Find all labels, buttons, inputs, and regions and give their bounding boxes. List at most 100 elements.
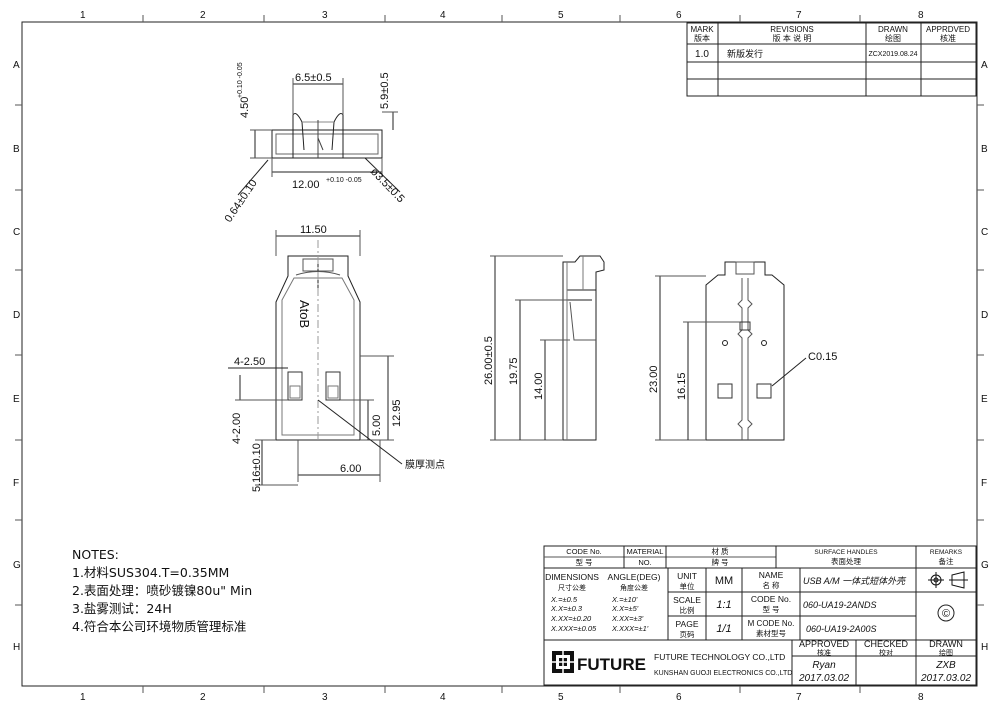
dim-top-4-50-tol: +0.10 -0.05: [237, 62, 244, 98]
rev-header-mark-cn: 版本: [694, 33, 710, 43]
tb-name-cn: 名 称: [762, 580, 780, 590]
row-label-e-right: E: [981, 394, 988, 405]
revisions-table: [686, 22, 977, 97]
tb-scale-cn: 比例: [680, 605, 695, 615]
tb-material-cn2: 牌 号: [711, 557, 728, 567]
dim-front-4-2-00: 4-2.00: [231, 413, 243, 444]
row-label-e: E: [13, 394, 20, 405]
notes-block: NOTES: 1.材料SUS304.T=0.35MM 2.表面处理：喷砂镀镍80…: [72, 546, 252, 636]
tb-drawn-name: ZXB: [935, 660, 956, 671]
row-label-d: D: [13, 310, 20, 321]
col-label-8: 8: [918, 10, 924, 21]
tb-ang-2: X.X=±5': [611, 604, 639, 613]
rev-header-revisions: REVISIONS: [770, 25, 814, 34]
rev-header-approved: APPRDVED: [926, 25, 970, 34]
title-block: [543, 545, 977, 686]
col-label-6: 6: [676, 10, 682, 21]
tb-surface: SURFACE HANDLES: [814, 549, 878, 556]
tb-mcode-cn: 素材型号: [756, 628, 786, 638]
tb-surface-cn: 表面处理: [831, 556, 861, 566]
tb-dimensions: DIMENSIONS: [545, 572, 599, 582]
row-label-f-right: F: [981, 478, 987, 489]
rev-header-mark: MARK: [690, 25, 714, 34]
tb-page-cn: 页码: [680, 630, 695, 639]
row-label-d-right: D: [981, 310, 988, 321]
row-label-c: C: [13, 227, 20, 238]
back-view-drawing: [655, 261, 807, 441]
tb-remarks-cn: 备注: [939, 556, 954, 566]
tb-material: MATERIAL: [627, 547, 664, 556]
dim-front-12-95: 12.95: [391, 399, 403, 427]
tb-approved-date: 2017.03.02: [798, 673, 849, 684]
rev-header-drawn-cn: 绘图: [885, 33, 901, 43]
row-label-a-right: A: [981, 60, 988, 71]
dim-top-5-9: 5.9±0.5: [379, 72, 391, 109]
col-label-2-bottom: 2: [200, 692, 206, 703]
tb-ang-4: X.XXX=±1': [611, 624, 649, 633]
col-label-7: 7: [796, 10, 802, 21]
row-label-b: B: [13, 144, 20, 155]
dim-side-19-75: 19.75: [508, 357, 520, 385]
col-label-8-bottom: 8: [918, 692, 924, 703]
row-label-h-right: H: [981, 642, 988, 653]
tb-angle: ANGLE(DEG): [608, 572, 661, 582]
projection-symbol-icon: [928, 571, 968, 589]
row-label-g: G: [13, 560, 21, 571]
future-logo-icon: [552, 651, 574, 673]
company-logo-text: FUTURE: [577, 655, 646, 674]
tb-remarks: REMARKS: [930, 549, 963, 556]
dim-front-5-16: 5.16±0.10: [251, 443, 263, 492]
copyright-mark: ©: [942, 608, 950, 620]
col-label-6-bottom: 6: [676, 692, 682, 703]
dim-front-5-00: 5.00: [371, 415, 383, 436]
dim-top-4-50: 4.50: [239, 97, 251, 118]
tb-drawn-date: 2017.03.02: [920, 673, 971, 684]
col-label-4: 4: [440, 10, 446, 21]
note-3: 3.盐雾测试：24H: [72, 601, 172, 616]
rev-row-desc: 新版发行: [727, 48, 763, 59]
row-label-b-right: B: [981, 144, 988, 155]
rev-header-drawn: DRAWN: [878, 25, 908, 34]
dim-front-11-50: 11.50: [300, 224, 327, 236]
zone-ticks: [15, 15, 984, 693]
tb-page: PAGE: [676, 619, 699, 629]
note-measure-point: 膜厚测点: [405, 458, 445, 471]
dim-back-16-15: 16.15: [676, 372, 688, 400]
tb-mcode-value: 060-UA19-2A00S: [806, 624, 877, 634]
dim-front-6-00: 6.00: [340, 463, 361, 475]
tb-angle-cn: 角度公差: [620, 583, 648, 592]
tb-approved-cn: 核准: [817, 648, 831, 657]
tb-code-no: CODE No.: [566, 547, 601, 556]
rev-header-approved-cn: 核准: [940, 33, 956, 43]
col-label-1-bottom: 1: [80, 692, 86, 703]
tb-checked: CHECKED: [864, 639, 909, 649]
note-2: 2.表面处理：喷砂镀镍80u" Min: [72, 583, 253, 598]
tb-page-value: 1/1: [716, 623, 731, 635]
dim-top-3-5: ø3.5±0.5: [368, 166, 407, 206]
tb-approved: APPROVED: [799, 639, 850, 649]
rev-row-drawn: ZCX2019.08.24: [868, 51, 917, 58]
tb-code2: CODE No.: [751, 594, 791, 604]
tb-name: NAME: [759, 570, 784, 580]
row-label-h: H: [13, 642, 20, 653]
side-view-drawing: [490, 255, 605, 441]
col-label-2: 2: [200, 10, 206, 21]
dim-top-0-64: 0.64±0.10: [223, 177, 260, 224]
note-4: 4.符合本公司环境物质管理标准: [72, 619, 247, 634]
dim-top-6-5: 6.5±0.5: [295, 72, 332, 84]
dim-side-26-00: 26.00±0.5: [483, 336, 495, 385]
company-name-2: KUNSHAN GUOJI ELECTRONICS CO.,LTD: [654, 670, 792, 677]
sheet-frame: [21, 21, 978, 687]
row-label-c-right: C: [981, 227, 988, 238]
tb-code2-cn: 型 号: [762, 605, 779, 614]
col-label-5-bottom: 5: [558, 692, 564, 703]
row-label-g-right: G: [981, 560, 989, 571]
row-label-a: A: [13, 60, 20, 71]
note-1: 1.材料SUS304.T=0.35MM: [72, 565, 230, 580]
rev-header-revisions-cn: 版 本 说 明: [773, 33, 812, 43]
col-label-3: 3: [322, 10, 328, 21]
col-label-7-bottom: 7: [796, 692, 802, 703]
tb-ang-1: X.=±10': [611, 595, 638, 604]
copyright-icon: [937, 604, 955, 622]
